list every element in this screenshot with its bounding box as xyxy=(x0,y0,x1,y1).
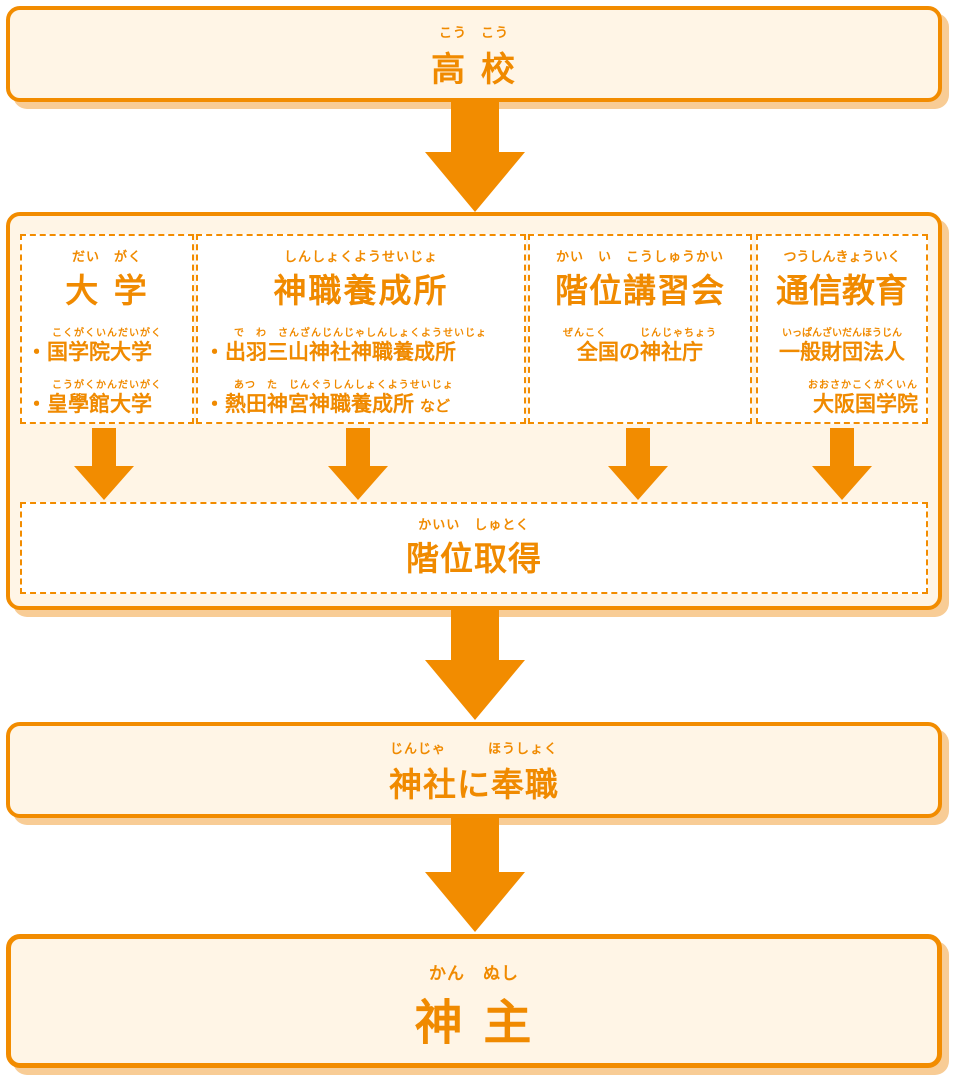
training-item-1: ・出羽三山神社神職養成所 xyxy=(204,340,456,364)
university-label: 大 学 xyxy=(65,271,149,310)
priest-box: かん ぬし 神 主 xyxy=(6,934,942,1068)
training-ruby: しんしょくようせいじょ xyxy=(283,250,438,265)
training-item-2-suffix: など xyxy=(420,397,451,415)
training-label: 神職養成所 xyxy=(273,271,449,310)
shrine-service-ruby: じんじゃ ほうしょく xyxy=(389,742,558,757)
correspondence-panel: つうしんきょういく 通信教育 いっぱんざいだんほうじん 一般財団法人 おおさかこ… xyxy=(756,234,928,424)
qualification-paths-box: だい がく 大 学 こくがくいんだいがく ・国学院大学 こうがくかんだいがく ・… xyxy=(6,212,942,610)
arrow-down-icon xyxy=(425,102,525,212)
shrine-service-label: 神社に奉職 xyxy=(389,765,559,804)
course-ruby: かい い こうしゅうかい xyxy=(555,250,724,265)
training-item-2-label: ・熱田神宮神職養成所 xyxy=(204,392,414,416)
priest-ruby: かん ぬし xyxy=(429,964,519,984)
arrow-down-icon xyxy=(608,428,668,500)
shrine-service-box: じんじゃ ほうしょく 神社に奉職 xyxy=(6,722,942,818)
priest-label: 神 主 xyxy=(414,995,534,1051)
high-school-ruby: こう こう xyxy=(438,26,509,41)
training-item-2-ruby: あつ た じんぐうしんしょくようせいじょ xyxy=(234,380,454,391)
arrow-down-icon xyxy=(812,428,872,500)
correspondence-item-2-ruby: おおさかこくがくいん xyxy=(808,380,918,391)
arrow-down-icon xyxy=(328,428,388,500)
correspondence-ruby: つうしんきょういく xyxy=(783,250,901,265)
university-item-2-ruby: こうがくかんだいがく xyxy=(52,380,162,391)
university-ruby: だい がく xyxy=(71,250,142,265)
rank-course-panel: かい い こうしゅうかい 階位講習会 ぜんこく じんじゃちょう 全国の神社庁 xyxy=(528,234,752,424)
rank-acquisition-panel: かいい しゅとく 階位取得 xyxy=(20,502,928,594)
correspondence-item-1: 一般財団法人 xyxy=(779,340,905,364)
rank-label: 階位取得 xyxy=(406,539,542,578)
correspondence-item-2: 大阪国学院 xyxy=(813,392,918,416)
correspondence-label: 通信教育 xyxy=(776,271,908,310)
university-panel: だい がく 大 学 こくがくいんだいがく ・国学院大学 こうがくかんだいがく ・… xyxy=(20,234,194,424)
rank-ruby: かいい しゅとく xyxy=(418,518,530,533)
university-item-1: ・国学院大学 xyxy=(26,340,152,364)
correspondence-item-1-ruby: いっぱんざいだんほうじん xyxy=(782,328,902,339)
arrow-down-icon xyxy=(425,818,525,932)
training-item-2: ・熱田神宮神職養成所など xyxy=(204,388,450,418)
high-school-label: 高 校 xyxy=(431,50,517,90)
course-item-1-ruby: ぜんこく じんじゃちょう xyxy=(563,328,717,339)
course-label: 階位講習会 xyxy=(555,271,725,310)
arrow-down-icon xyxy=(425,610,525,720)
arrow-down-icon xyxy=(74,428,134,500)
training-item-1-ruby: で わ さんざんじんじゃしんしょくようせいじょ xyxy=(234,328,487,339)
university-item-2: ・皇學館大学 xyxy=(26,392,152,416)
course-item-1: 全国の神社庁 xyxy=(577,340,703,364)
high-school-box: こう こう 高 校 xyxy=(6,6,942,102)
training-institute-panel: しんしょくようせいじょ 神職養成所 で わ さんざんじんじゃしんしょくようせいじ… xyxy=(196,234,526,424)
university-item-1-ruby: こくがくいんだいがく xyxy=(52,328,162,339)
